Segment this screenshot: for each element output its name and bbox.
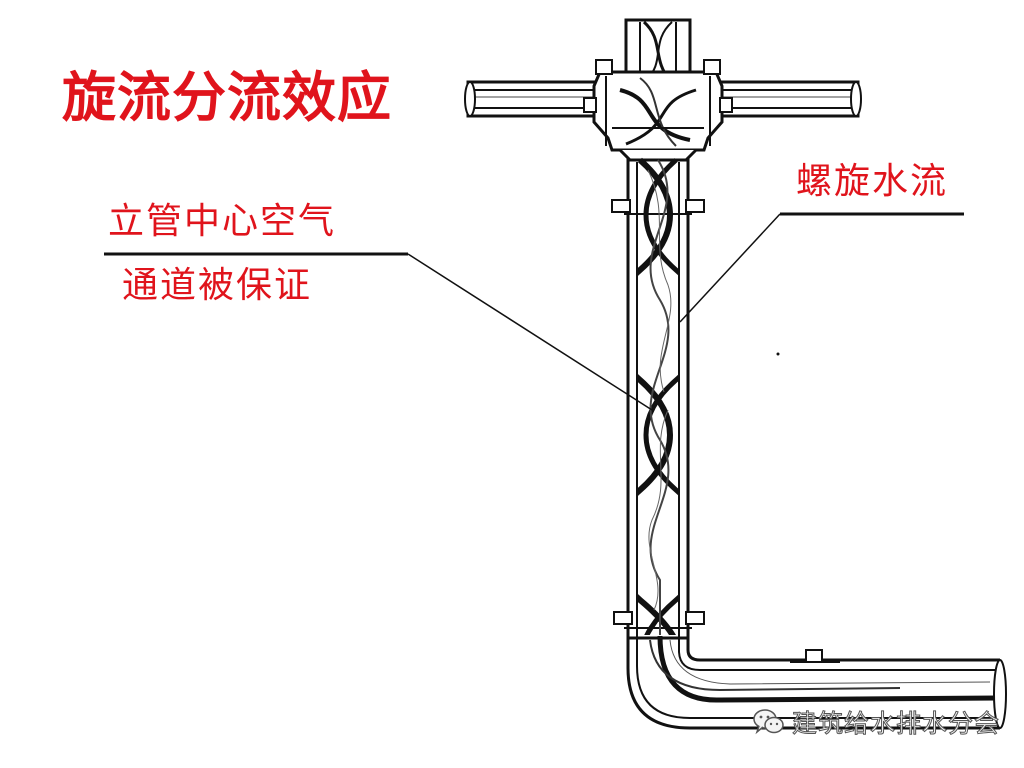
air-leader-line [407, 253, 653, 411]
vertical-stack [611, 157, 705, 640]
air-channel-label-line2: 通道被保证 [122, 265, 313, 306]
swirl-fitting [583, 59, 733, 164]
watermark-text: 建筑给水排水分会 [791, 709, 1001, 739]
elbow [626, 635, 1007, 730]
slide-title: 旋流分流效应 [62, 65, 392, 129]
watermark: 建筑给水排水分会 [752, 704, 1000, 740]
spiral-flow-label: 螺旋水流 [796, 161, 949, 202]
air-channel-label-line1: 立管中心空气 [108, 201, 337, 242]
spiral-leader-line [679, 213, 781, 323]
spiral-flow [637, 157, 679, 635]
wechat-icon [753, 709, 784, 735]
annotation-lines [104, 212, 964, 411]
